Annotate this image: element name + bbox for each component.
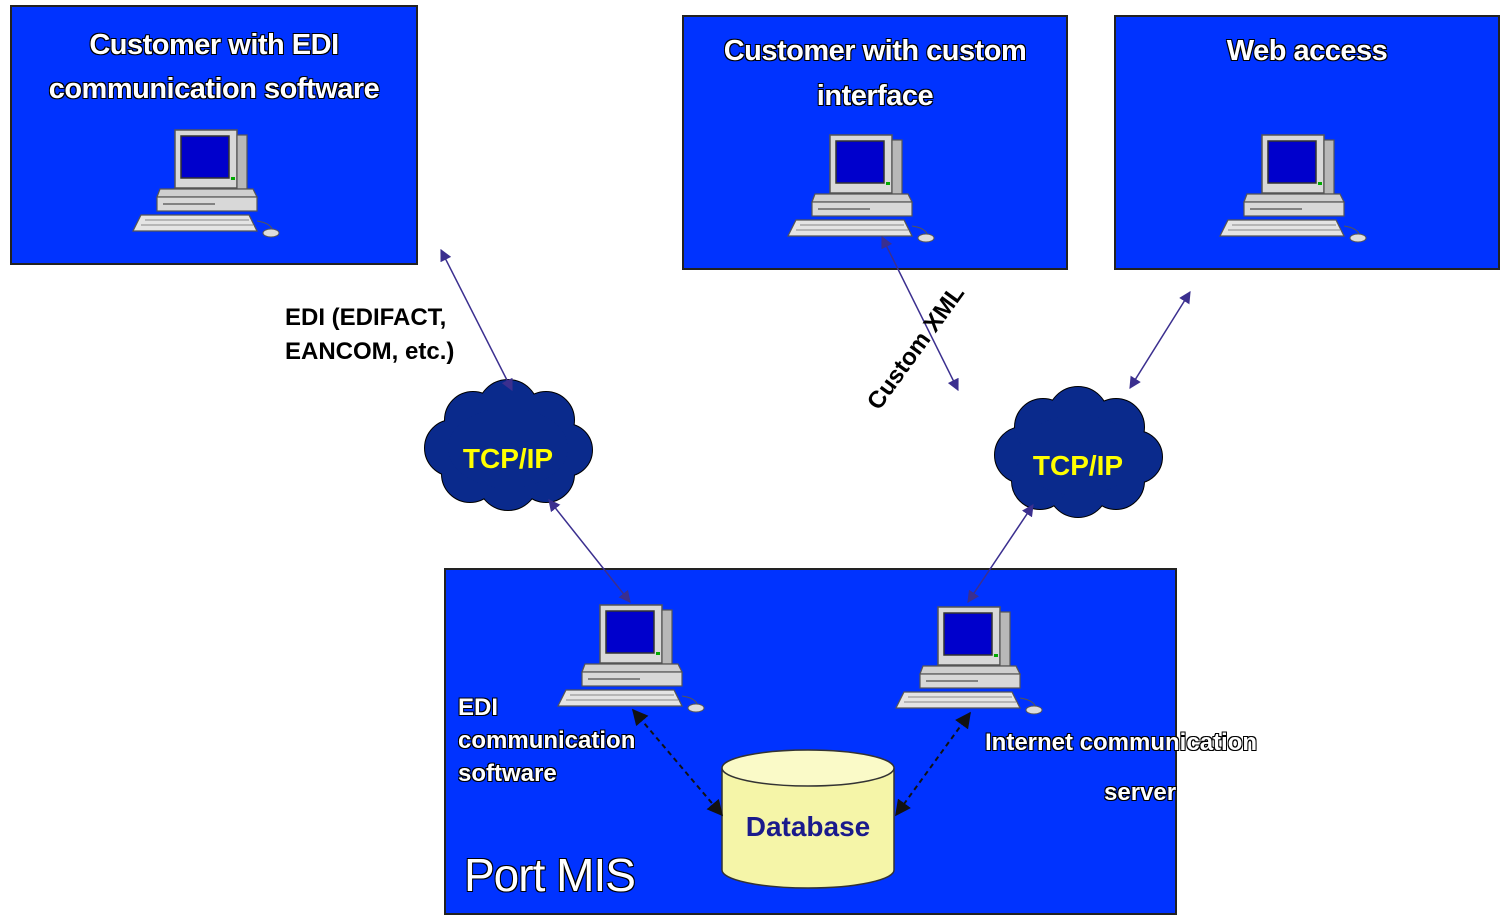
- tcp-ip-label-left: TCP/IP: [463, 443, 553, 474]
- tcp-ip-cloud-left: TCP/IP: [424, 379, 593, 511]
- cloud-to-edi-server-arrow: [548, 499, 631, 603]
- desktop-computer-icon: [557, 604, 705, 713]
- internet-server-to-database-arrow: [895, 711, 971, 817]
- edi-server-to-database-arrow: [631, 708, 724, 817]
- web-access-to-cloud-arrow: [1129, 290, 1191, 390]
- desktop-computer-icon: [787, 134, 935, 243]
- desktop-computer-icon: [895, 606, 1043, 715]
- desktop-computer-icon: [1219, 134, 1367, 243]
- custom-xml-label: Custom XML: [862, 280, 970, 415]
- tcp-ip-cloud-right: TCP/IP: [994, 386, 1163, 518]
- web-access-box: Web access: [1114, 15, 1500, 270]
- internet-server-label-line1: Internet communication: [985, 729, 1258, 756]
- custom-xml-arrow: [881, 235, 959, 392]
- edi-customer-title-line2: communication software: [48, 73, 380, 105]
- edi-software-label-line1: EDI: [458, 694, 499, 721]
- custom-customer-title-line1: Customer with custom: [723, 35, 1027, 67]
- edi-format-label-line1: EDI (EDIFACT,: [285, 304, 447, 331]
- cloud-to-internet-server-arrow: [967, 504, 1034, 603]
- database-label: Database: [746, 811, 871, 842]
- edi-format-label-line2: EANCOM, etc.): [285, 338, 455, 365]
- desktop-computer-icon: [132, 129, 280, 238]
- edi-software-label-line2: communication: [458, 727, 636, 754]
- tcp-ip-label-right: TCP/IP: [1033, 450, 1123, 481]
- internet-server-label-line2: server: [1104, 779, 1177, 806]
- edi-software-label-line3: software: [458, 760, 557, 787]
- database-cylinder: Database: [721, 749, 895, 889]
- edi-customer-title-line1: Customer with EDI: [89, 29, 339, 61]
- edi-customer-to-cloud-arrow: [440, 248, 513, 392]
- port-mis-title: Port MIS: [464, 849, 636, 901]
- custom-customer-title-line2: interface: [816, 80, 934, 112]
- web-access-title: Web access: [1226, 35, 1388, 67]
